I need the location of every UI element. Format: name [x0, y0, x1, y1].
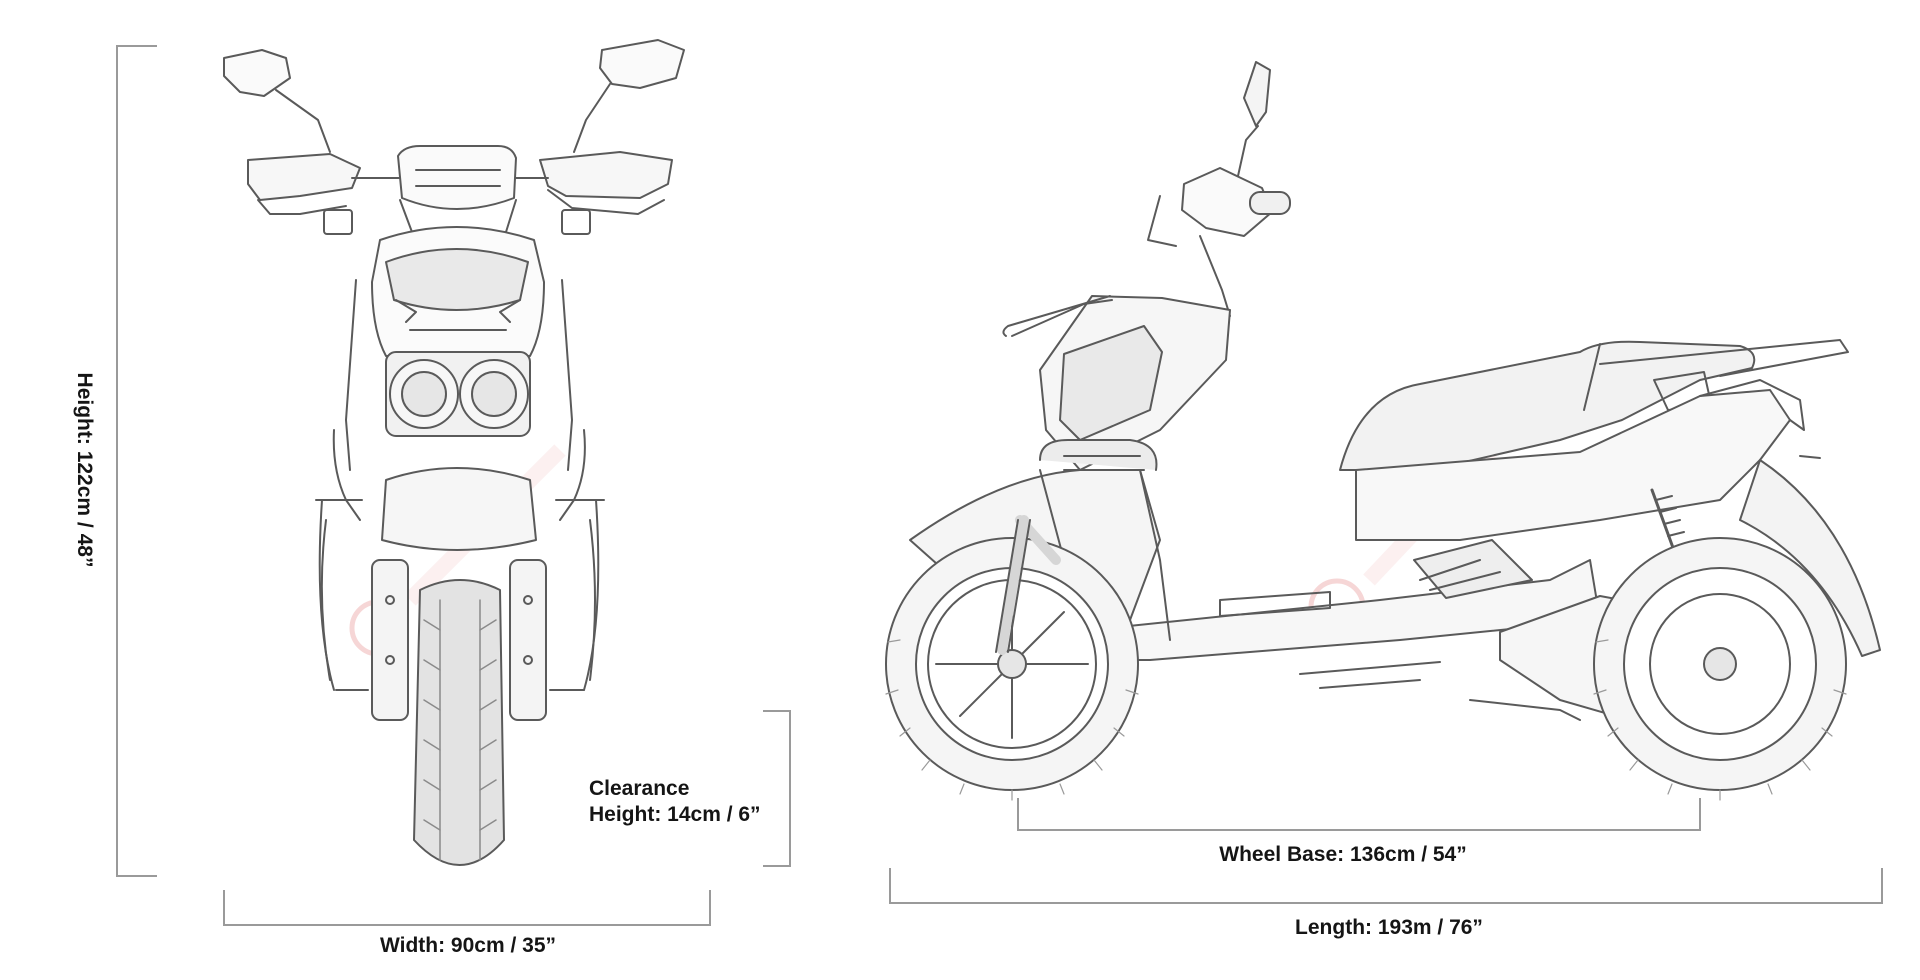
front-tyre	[413, 579, 505, 866]
width-dimension-line	[223, 890, 711, 926]
rear-fender	[1739, 459, 1881, 657]
clearance-label-line2: Height: 14cm / 6”	[589, 803, 761, 826]
height-dimension-line	[116, 45, 157, 877]
front-view-drawing	[223, 39, 685, 866]
left-handguard	[247, 153, 361, 201]
front-fender	[381, 467, 537, 551]
length-dimension-line	[889, 868, 1883, 904]
height-label: Height: 122cm / 48”	[73, 372, 96, 568]
clearance-label: Clearance Height: 14cm / 6”	[589, 776, 789, 828]
seat	[1339, 340, 1756, 471]
side-view-drawing	[885, 61, 1881, 801]
left-mirror	[223, 49, 291, 97]
wheelbase-label: Wheel Base: 136cm / 54”	[1219, 843, 1467, 866]
right-mirror	[599, 39, 685, 89]
side-mirror	[1243, 61, 1271, 127]
dimension-lines	[116, 45, 1883, 926]
wheelbase-dimension-line	[1017, 798, 1701, 831]
width-label: Width: 90cm / 35”	[379, 934, 557, 957]
length-label: Length: 193m / 76”	[1295, 916, 1483, 939]
clearance-dimension-line	[763, 710, 791, 867]
clearance-label-line1: Clearance	[589, 777, 690, 800]
right-handguard	[539, 151, 673, 199]
